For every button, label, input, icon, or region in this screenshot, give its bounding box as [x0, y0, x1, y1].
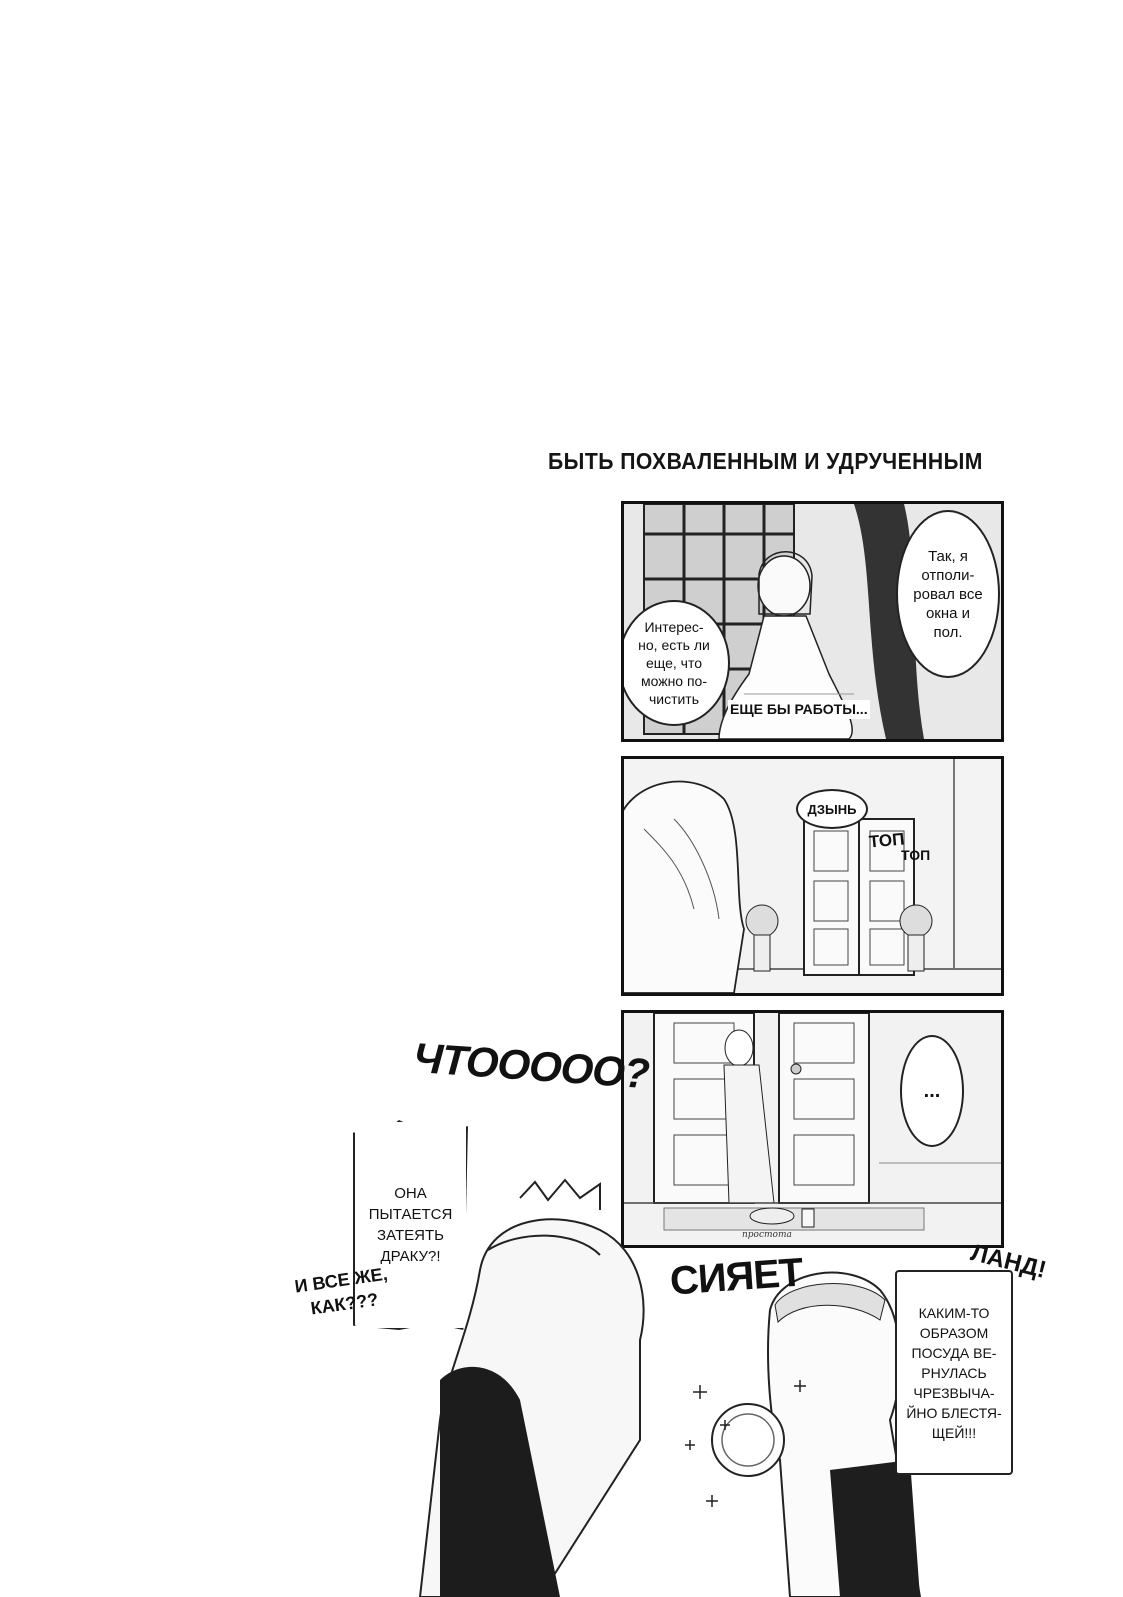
speech-bubble-right: Так, я отполи- ровал все окна и пол.	[896, 510, 1000, 678]
caption-box-dishes: КАКИМ-ТО ОБРАЗОМ ПОСУДА ВЕ- РНУЛАСЬ ЧРЕЗ…	[895, 1270, 1013, 1475]
page-title: БЫТЬ ПОХВАЛЕННЫМ И УДРУЧЕННЫМ	[548, 448, 983, 474]
narration-caption: ЕЩЕ БЫ РАБОТЫ...	[728, 700, 870, 719]
comic-panel-1: Так, я отполи- ровал все окна и пол. Инт…	[621, 501, 1004, 742]
sfx-shine: СИЯЕТ	[668, 1250, 804, 1304]
panel-2-artwork	[624, 759, 1001, 993]
caption-box-fight: ОНА ПЫТАЕТСЯ ЗАТЕЯТЬ ДРАКУ?!	[353, 1120, 468, 1330]
panel-1-artwork	[643, 504, 924, 739]
comic-panel-2: ДЗЫНЬ ТОП ТОП	[621, 756, 1004, 996]
tray-label: простота	[742, 1230, 792, 1240]
sfx-what: ЧТОOOOO?	[411, 1033, 651, 1098]
sfx-bubble-ding: ДЗЫНЬ	[796, 789, 868, 829]
comic-panel-3: ... простота	[621, 1010, 1004, 1248]
speech-bubble-left: Интерес- но, есть ли еще, что можно по- …	[624, 600, 730, 726]
speech-bubble-ellipsis: ...	[900, 1035, 964, 1147]
sfx-step-1: ТОП	[868, 829, 906, 852]
panel-3-artwork	[624, 1013, 1001, 1231]
sfx-step-2: ТОП	[901, 847, 931, 863]
